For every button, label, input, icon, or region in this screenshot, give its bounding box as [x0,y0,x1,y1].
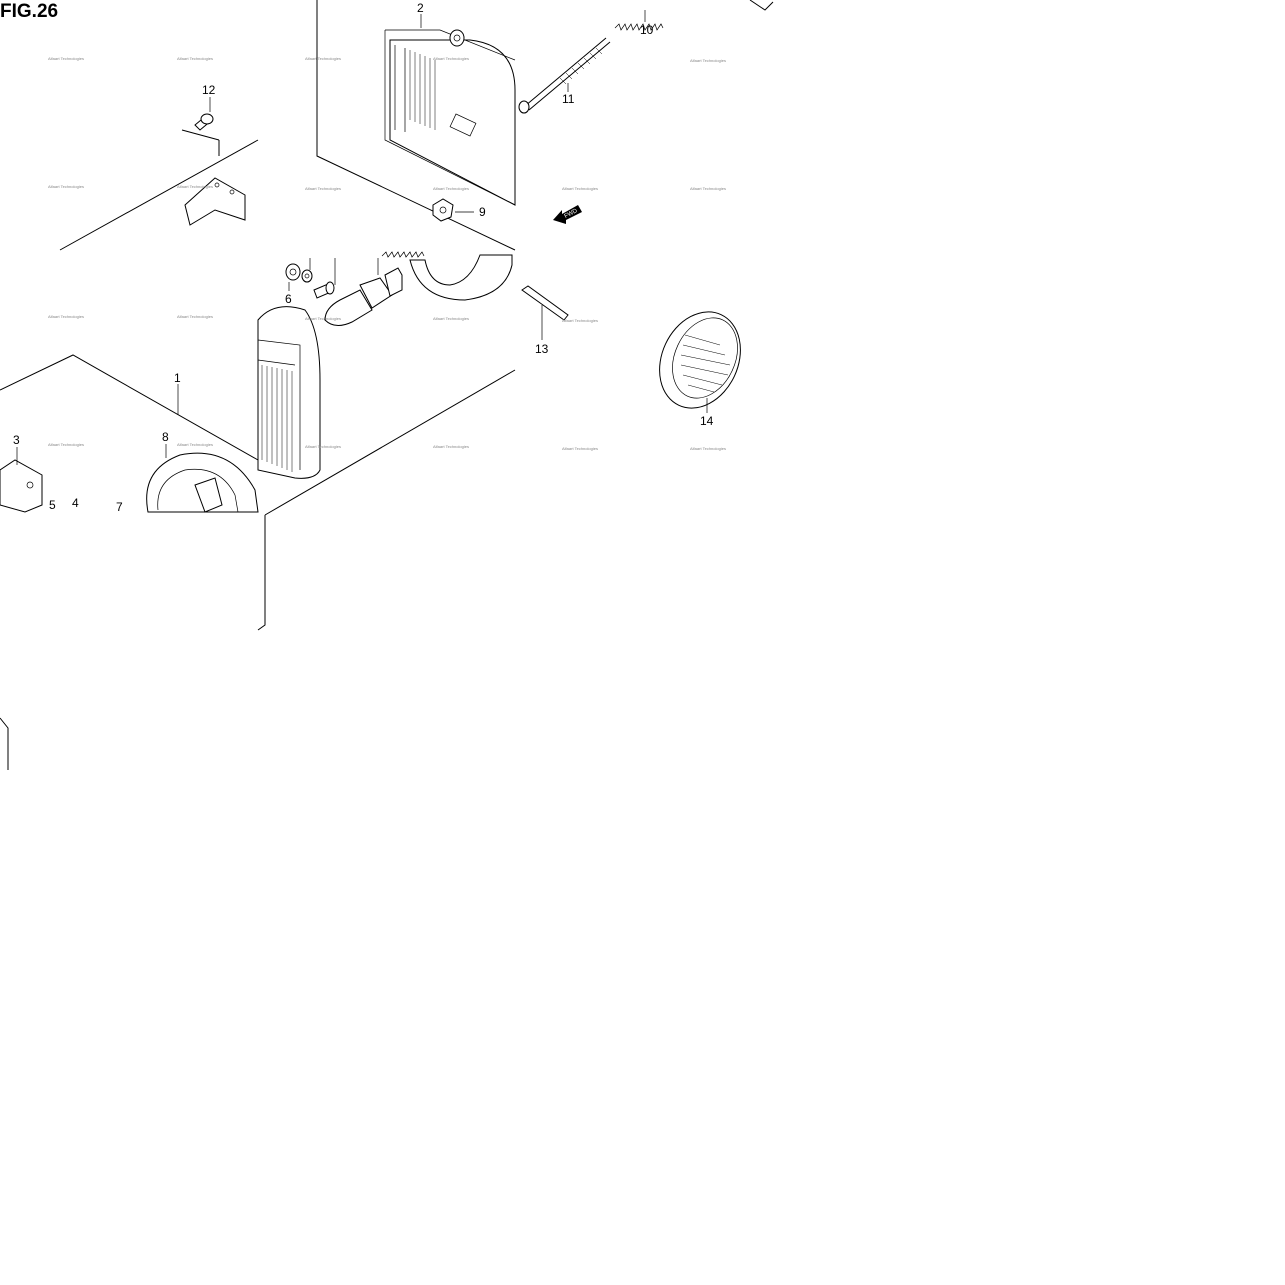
assembly-frame-lines [0,0,774,770]
callout-7: 7 [116,500,123,514]
watermark: Alfaart Technologies [177,442,213,447]
callout-8: 8 [162,430,169,444]
watermark: Alfaart Technologies [48,442,84,447]
watermark: Alfaart Technologies [433,186,469,191]
spring-part-10 [614,23,664,31]
watermark: Alfaart Technologies [562,186,598,191]
callout-2: 2 [417,1,424,15]
screw-part-12 [194,113,214,131]
mounting-bracket [184,177,246,226]
watermark: Alfaart Technologies [177,314,213,319]
headlight-unit-part-1 [257,306,321,479]
watermark: Alfaart Technologies [48,184,84,189]
watermark: Alfaart Technologies [690,446,726,451]
callout-11: 11 [562,92,575,106]
watermark: Alfaart Technologies [305,186,341,191]
pin-part-13 [521,285,569,321]
watermark: Alfaart Technologies [177,56,213,61]
headlight-housing-part-2 [384,29,516,206]
watermark: Alfaart Technologies [305,444,341,449]
watermark: Alfaart Technologies [690,186,726,191]
figure-title: FIG.26 [0,1,59,22]
watermark: Alfaart Technologies [48,56,84,61]
watermark: Alfaart Technologies [433,56,469,61]
washer-part-6 [285,263,313,283]
clip-nut-part-9 [432,198,454,222]
watermarks: Alfaart Technologies Alfaart Technologie… [48,56,726,451]
watermark: Alfaart Technologies [305,316,341,321]
small-screw [313,281,335,299]
watermark: Alfaart Technologies [562,318,598,323]
headlight-bulb [324,267,403,326]
reflector-ring [409,254,513,301]
watermark: Alfaart Technologies [433,316,469,321]
watermark: Alfaart Technologies [48,314,84,319]
callout-3: 3 [13,433,20,447]
mounting-ring-part-8 [146,452,259,513]
callout-4: 4 [72,496,79,510]
watermark: Alfaart Technologies [562,446,598,451]
callout-10: 10 [640,23,654,37]
watermark: Alfaart Technologies [305,56,341,61]
callout-5: 5 [49,498,56,512]
adjusting-screw-part-11 [518,37,611,114]
leader-lines [16,10,708,465]
watermark: Alfaart Technologies [433,444,469,449]
watermark: Alfaart Technologies [690,58,726,63]
callout-14: 14 [700,414,714,428]
bracket-part-3 [0,459,43,513]
watermark: Alfaart Technologies [177,184,213,189]
callout-12: 12 [202,83,216,97]
callout-9: 9 [479,205,486,219]
callout-1: 1 [174,371,181,385]
round-reflector-part-14 [659,311,741,409]
fwd-direction-arrow: FWD [553,205,582,224]
callout-6: 6 [285,292,292,306]
callout-labels: 1 2 3 4 5 6 7 8 9 10 11 12 13 14 [13,1,714,514]
bulb-spring [381,251,425,258]
callout-13: 13 [535,342,549,356]
